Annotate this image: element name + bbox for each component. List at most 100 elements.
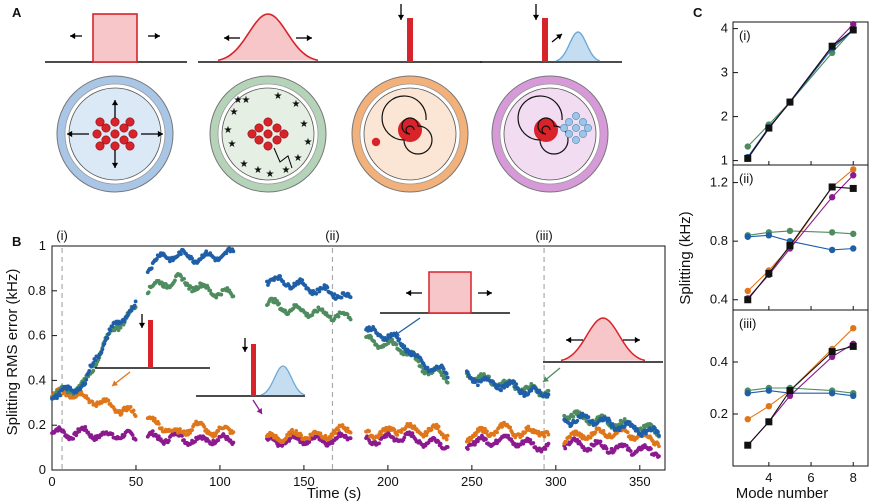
data-point-orange: [216, 428, 221, 433]
data-point-blue: [122, 319, 127, 324]
y-tick-label: 0.4: [28, 372, 46, 387]
data-point-green: [439, 373, 444, 378]
data-point-purple: [133, 437, 138, 442]
data-point-orange: [328, 436, 333, 441]
atom: [119, 135, 129, 145]
data-point-orange: [117, 409, 122, 413]
marker-label: (iii): [535, 228, 552, 243]
data-point-green: [348, 317, 353, 322]
data-point-blue: [657, 433, 661, 438]
data-point-black: [786, 98, 794, 106]
data-point-blue: [276, 277, 280, 281]
series-line-purple: [747, 343, 854, 446]
data-point-blue: [441, 366, 446, 371]
data-point-black: [828, 348, 836, 356]
y-tick-label: 0.4: [710, 354, 728, 369]
central-cloud: [398, 118, 422, 142]
arrow-right-head: [556, 34, 562, 40]
marker-label: (ii): [325, 228, 339, 243]
data-point-black: [828, 183, 836, 191]
data-point-green: [214, 295, 219, 300]
data-point-blue: [586, 415, 591, 420]
panel-label-b: B: [12, 234, 21, 249]
atom: [110, 117, 120, 127]
data-point-blue: [91, 361, 96, 365]
pointer-arrow-head: [543, 376, 549, 382]
star-icon: ★: [240, 159, 249, 170]
data-point-blue: [828, 246, 836, 254]
star-icon: ★: [230, 107, 239, 118]
data-point-purple: [828, 194, 836, 201]
data-point-orange: [299, 433, 304, 438]
atom: [579, 130, 587, 138]
data-point-green: [231, 294, 236, 299]
data-point-orange: [333, 431, 338, 435]
data-point-orange: [284, 436, 289, 441]
panel-b-frame: [51, 245, 666, 471]
subplot-label: (i): [739, 28, 751, 43]
data-point-blue: [83, 381, 88, 386]
y-tick-label: 0.4: [710, 292, 728, 307]
data-point-green: [219, 292, 224, 297]
y-tick-label: 1.2: [710, 175, 728, 190]
pointer-arrow-head: [394, 330, 400, 336]
data-point-orange: [379, 432, 384, 437]
data-point-blue: [176, 253, 180, 258]
atom: [560, 124, 568, 132]
data-point-orange: [607, 432, 612, 437]
y-tick-label: 0: [39, 462, 46, 477]
data-point-orange: [850, 166, 857, 173]
data-point-blue: [296, 281, 301, 286]
x-tick-label: 6: [807, 470, 814, 485]
panel-c-ylabel: Splitting (kHz): [677, 211, 694, 304]
data-point-blue: [317, 289, 322, 294]
arrow-right-head: [486, 289, 492, 297]
data-point-blue: [303, 283, 308, 288]
data-point-black: [744, 296, 752, 304]
inset-delta: [251, 344, 256, 396]
data-point-blue: [125, 313, 130, 318]
data-point-green: [828, 229, 836, 236]
data-point-orange: [500, 425, 504, 429]
data-point-green: [277, 301, 281, 306]
data-point-purple: [476, 439, 480, 444]
atom: [101, 135, 111, 145]
x-tick-label: 100: [209, 474, 231, 489]
data-point-blue: [402, 344, 407, 349]
delta-potential: [407, 18, 413, 62]
star-icon: ★: [294, 153, 303, 164]
data-point-green: [179, 274, 183, 278]
data-point-purple: [130, 433, 135, 437]
delta-potential: [542, 18, 548, 62]
data-point-purple: [410, 431, 415, 436]
data-point-blue: [653, 426, 657, 431]
data-point-purple: [156, 434, 161, 439]
data-point-purple: [377, 441, 382, 446]
data-point-blue: [102, 341, 107, 346]
data-point-blue: [397, 337, 402, 342]
data-point-blue: [154, 257, 159, 261]
pointer-arrow-head: [256, 408, 262, 414]
data-point-orange: [601, 428, 606, 433]
data-point-blue: [495, 386, 499, 391]
data-point-black: [828, 42, 836, 50]
y-tick-label: 3: [721, 65, 728, 80]
data-point-orange: [568, 435, 573, 440]
spiral: [381, 95, 433, 155]
subplot-label: (ii): [739, 171, 753, 186]
data-point-orange: [850, 325, 857, 332]
data-point-orange: [572, 432, 577, 437]
data-point-blue: [639, 434, 644, 438]
data-point-blue: [348, 295, 353, 300]
data-point-black: [786, 242, 794, 250]
arrow-down-head: [241, 346, 249, 352]
data-point-purple: [588, 447, 593, 452]
data-point-green: [305, 311, 310, 316]
central-cloud: [534, 118, 558, 142]
data-point-blue: [610, 422, 615, 426]
data-point-purple: [284, 440, 289, 445]
data-point-blue: [108, 328, 113, 333]
data-point-green: [275, 299, 279, 303]
data-point-purple: [598, 439, 603, 444]
atom: [125, 141, 135, 151]
